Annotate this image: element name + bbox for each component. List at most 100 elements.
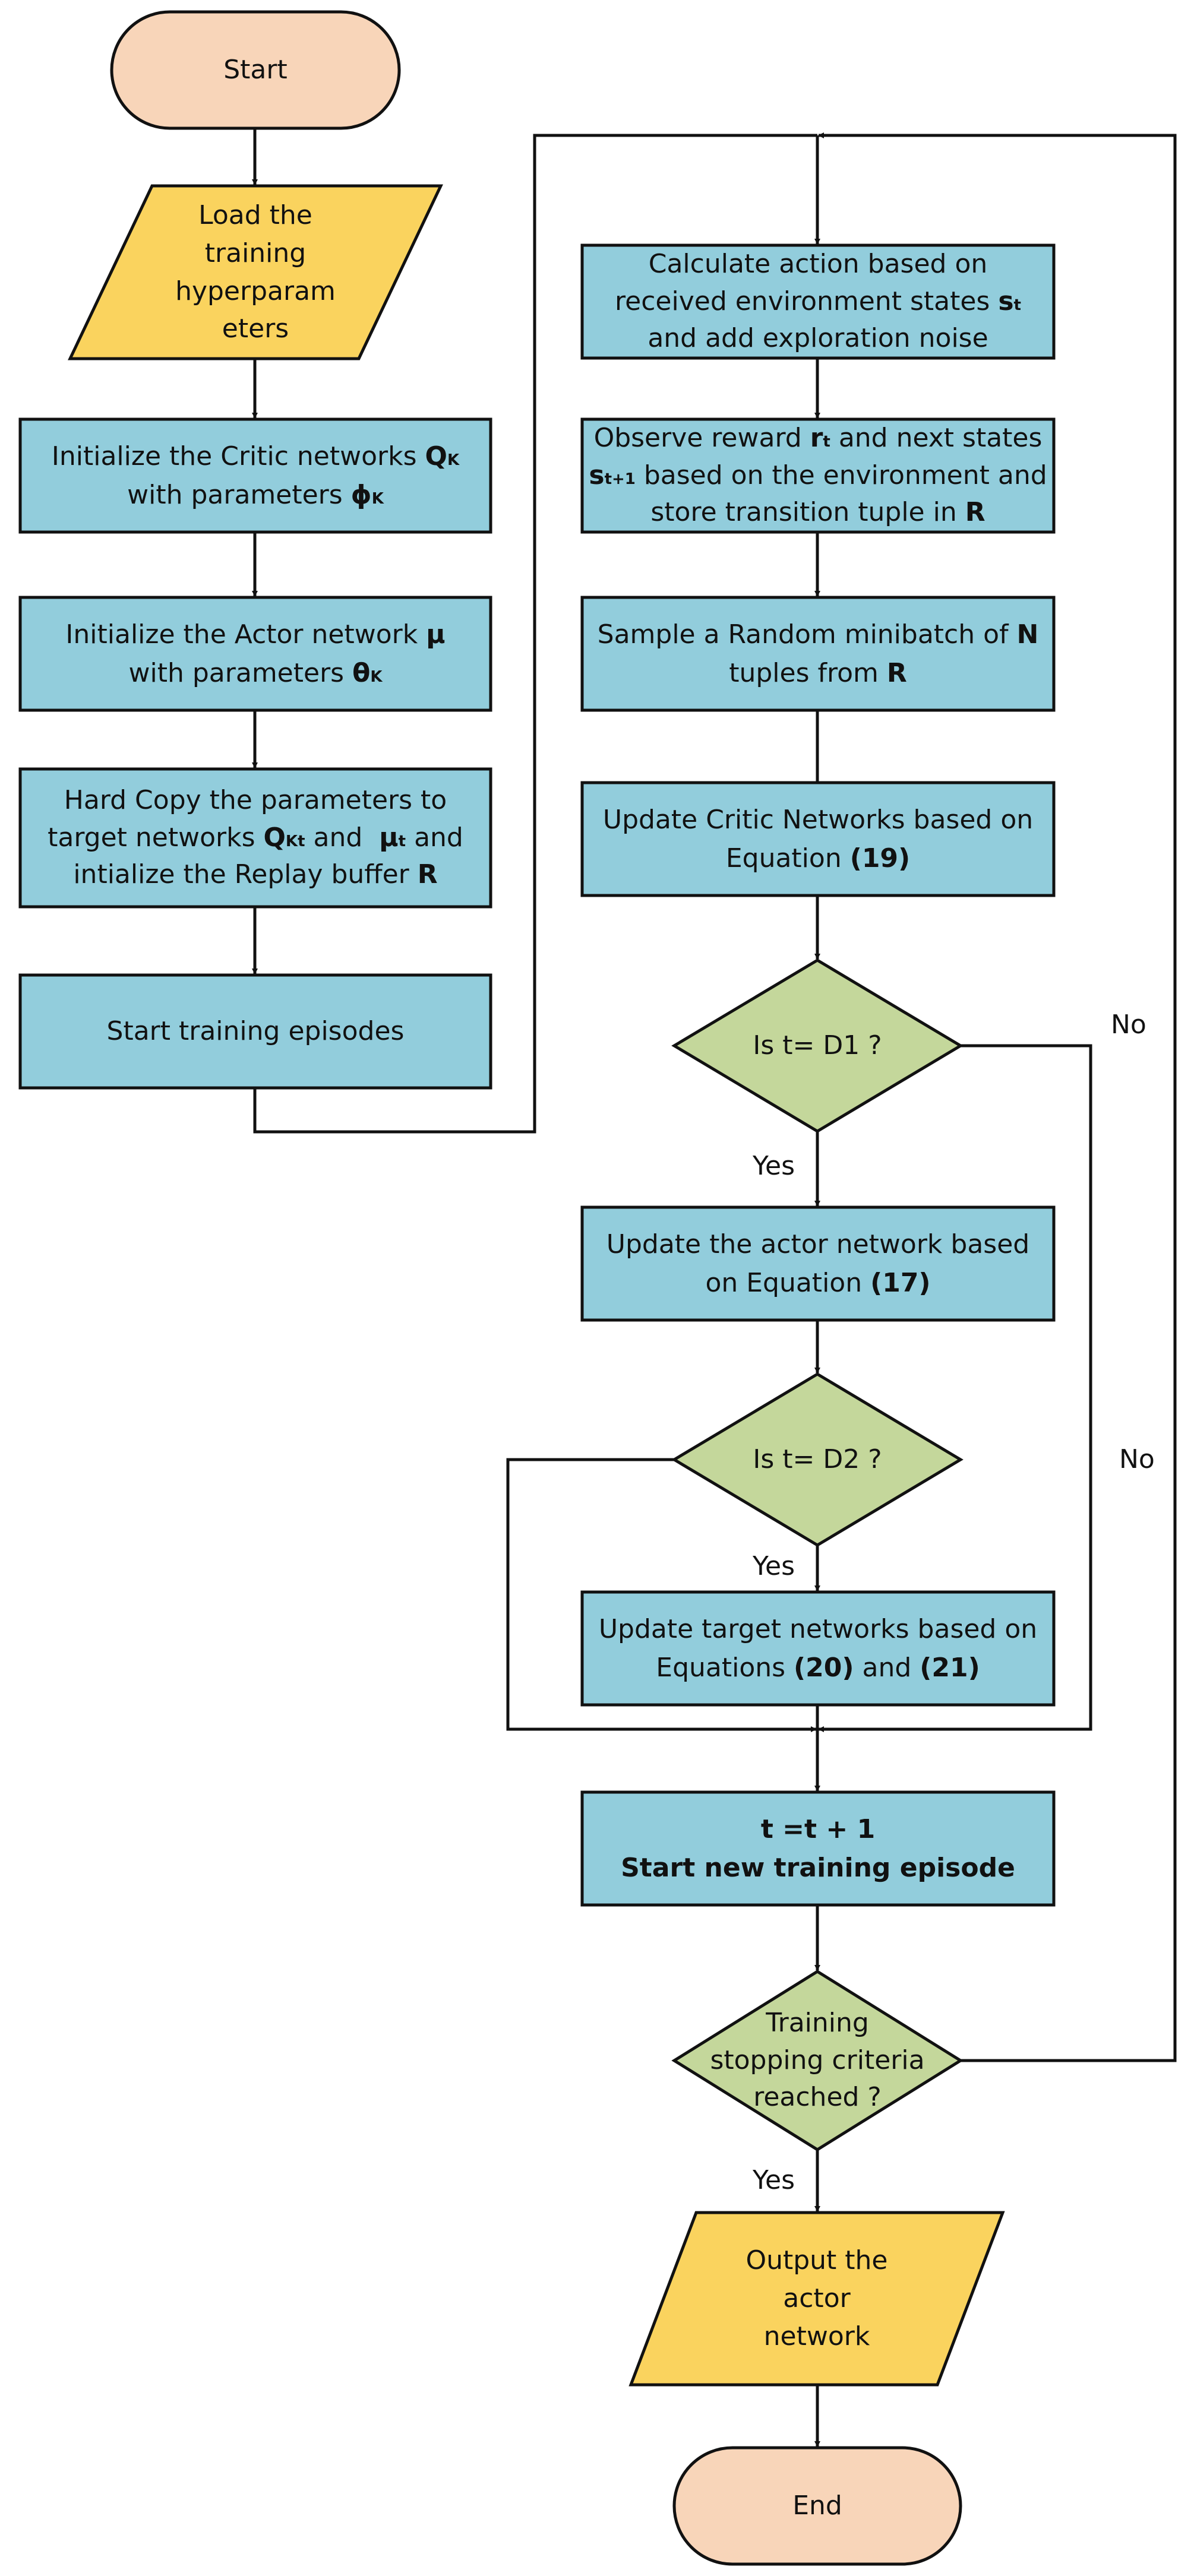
end-label: End (674, 2448, 961, 2564)
calc-action-label: Calculate action based on received envir… (582, 245, 1054, 358)
update-actor-line1: Update the actor network based (606, 1229, 1030, 1259)
update-target-line1: Update target networks based on (598, 1613, 1038, 1644)
load-line-3: hyperparam (175, 276, 336, 306)
new-episode-box (580, 1790, 1056, 1907)
line-episodes-to-loop (253, 134, 817, 1134)
replay-buffer-symbol: R (417, 859, 438, 890)
observe-label: Observe reward rt and next states st+1 b… (582, 419, 1054, 532)
critic-q-sub: K (447, 451, 460, 469)
observe-box (580, 417, 1056, 534)
new-episode-line2: Start new training episode (621, 1853, 1015, 1883)
actor-theta-sub: K (370, 668, 383, 686)
hard-copy-box (18, 767, 492, 909)
d2-yes-label: Yes (753, 1551, 795, 1581)
calc-action-line3: and add exploration noise (647, 323, 988, 354)
load-line-2: training (204, 238, 307, 268)
critic-phi-sub: K (371, 490, 384, 508)
output-line-1: Output the (746, 2245, 888, 2276)
start-text: Start (223, 55, 288, 86)
calc-action-box (580, 243, 1056, 360)
sample-box (580, 596, 1056, 712)
is-d2-text: Is t= D2 ? (753, 1444, 882, 1475)
critic-q-symbol: Q (425, 441, 447, 471)
equation-20-ref: (20) (794, 1653, 854, 1683)
load-hyperparameters-io (68, 184, 443, 360)
arrow-d2-no (506, 1458, 817, 1732)
observe-line2-text: based on the environment and (635, 460, 1047, 490)
load-label: Load the training hyperparam eters (119, 186, 392, 359)
sample-line2-text: tuples from (729, 658, 887, 688)
stop-line-1: Training (766, 2008, 869, 2039)
observe-line1-end: and next states (830, 423, 1043, 454)
update-target-box (580, 1590, 1056, 1707)
output-line-3: network (763, 2321, 870, 2352)
calc-action-line2-text: received environment states (615, 286, 999, 317)
update-critic-line2-text: Equation (725, 843, 850, 874)
update-actor-box (580, 1205, 1056, 1322)
next-state-s-symbol: s (589, 460, 605, 490)
start-episodes-text: Start training episodes (106, 1016, 405, 1047)
observe-line1-text: Observe reward (593, 423, 810, 454)
init-critic-line2-text: with parameters (127, 480, 351, 510)
equation-19-ref: (19) (849, 843, 911, 874)
update-critic-box (580, 781, 1056, 897)
init-actor-line1-text: Initialize the Actor network (65, 619, 427, 650)
calc-action-line1: Calculate action based on (648, 249, 988, 280)
target-mu-symbol: μ (379, 822, 399, 853)
output-label: Output the actor network (677, 2213, 956, 2385)
hard-copy-line2-mid: and (305, 822, 380, 853)
sample-line1-text: Sample a Random minibatch of (597, 619, 1017, 650)
reward-r-symbol: r (810, 423, 823, 454)
reward-r-sub: t (823, 433, 830, 451)
stop-line-2: stopping criteria (710, 2045, 925, 2075)
output-line-2: actor (783, 2283, 851, 2314)
end-terminal (672, 2446, 962, 2566)
actor-theta-symbol: θ (352, 658, 371, 688)
new-episode-label: t =t + 1 Start new training episode (582, 1792, 1054, 1905)
end-text: End (792, 2490, 842, 2521)
arrow-stop-no-loop (818, 132, 1177, 2062)
init-critic-box (18, 417, 492, 534)
init-critic-label: Initialize the Critic networks QK with p… (20, 419, 491, 532)
stop-criteria-label: Training stopping criteria reached ? (674, 1971, 961, 2150)
target-q-sub: Kt (285, 832, 305, 850)
stop-line-3: reached ? (753, 2082, 882, 2113)
d2-no-label: No (1119, 1444, 1155, 1474)
d1-yes-label: Yes (753, 1151, 795, 1181)
update-actor-line2-text: on Equation (705, 1268, 871, 1298)
sample-label: Sample a Random minibatch of N tuples fr… (582, 597, 1054, 710)
is-d1-label: Is t= D1 ? (674, 960, 961, 1131)
sample-r-symbol: R (886, 658, 907, 688)
next-state-s-sub: t+1 (604, 470, 636, 488)
arrow-d1-no (818, 1044, 1092, 1732)
stop-yes-label: Yes (753, 2165, 795, 2195)
minibatch-n-symbol: N (1016, 619, 1039, 650)
update-critic-label: Update Critic Networks based on Equation… (582, 783, 1054, 895)
state-s-symbol: s (998, 286, 1014, 317)
update-target-line2-text: Equations (656, 1653, 794, 1683)
init-actor-box (18, 596, 492, 712)
hard-copy-label: Hard Copy the parameters to target netwo… (20, 769, 491, 907)
actor-mu-symbol: μ (426, 619, 446, 650)
target-q-symbol: Q (263, 822, 286, 853)
equation-17-ref: (17) (870, 1268, 931, 1298)
new-episode-line1: t =t + 1 (760, 1814, 876, 1844)
d1-no-label: No (1111, 1009, 1146, 1040)
load-line-4: eters (222, 314, 289, 344)
hard-copy-line3-text: intialize the Replay buffer (73, 859, 418, 890)
init-actor-label: Initialize the Actor network μ with para… (20, 597, 491, 710)
equation-21-ref: (21) (920, 1653, 980, 1683)
hard-copy-line2-end: and (406, 822, 463, 853)
observe-r-symbol: R (965, 497, 985, 528)
target-mu-sub: t (398, 832, 406, 850)
update-target-label: Update target networks based on Equation… (582, 1592, 1054, 1705)
load-line-1: Load the (198, 200, 312, 230)
is-d1-text: Is t= D1 ? (753, 1030, 882, 1061)
update-critic-line1: Update Critic Networks based on (602, 804, 1034, 835)
hard-copy-line1: Hard Copy the parameters to (64, 785, 447, 816)
output-actor-io (628, 2211, 1005, 2387)
is-d2-label: Is t= D2 ? (674, 1374, 961, 1545)
update-actor-label: Update the actor network based on Equati… (582, 1207, 1054, 1320)
